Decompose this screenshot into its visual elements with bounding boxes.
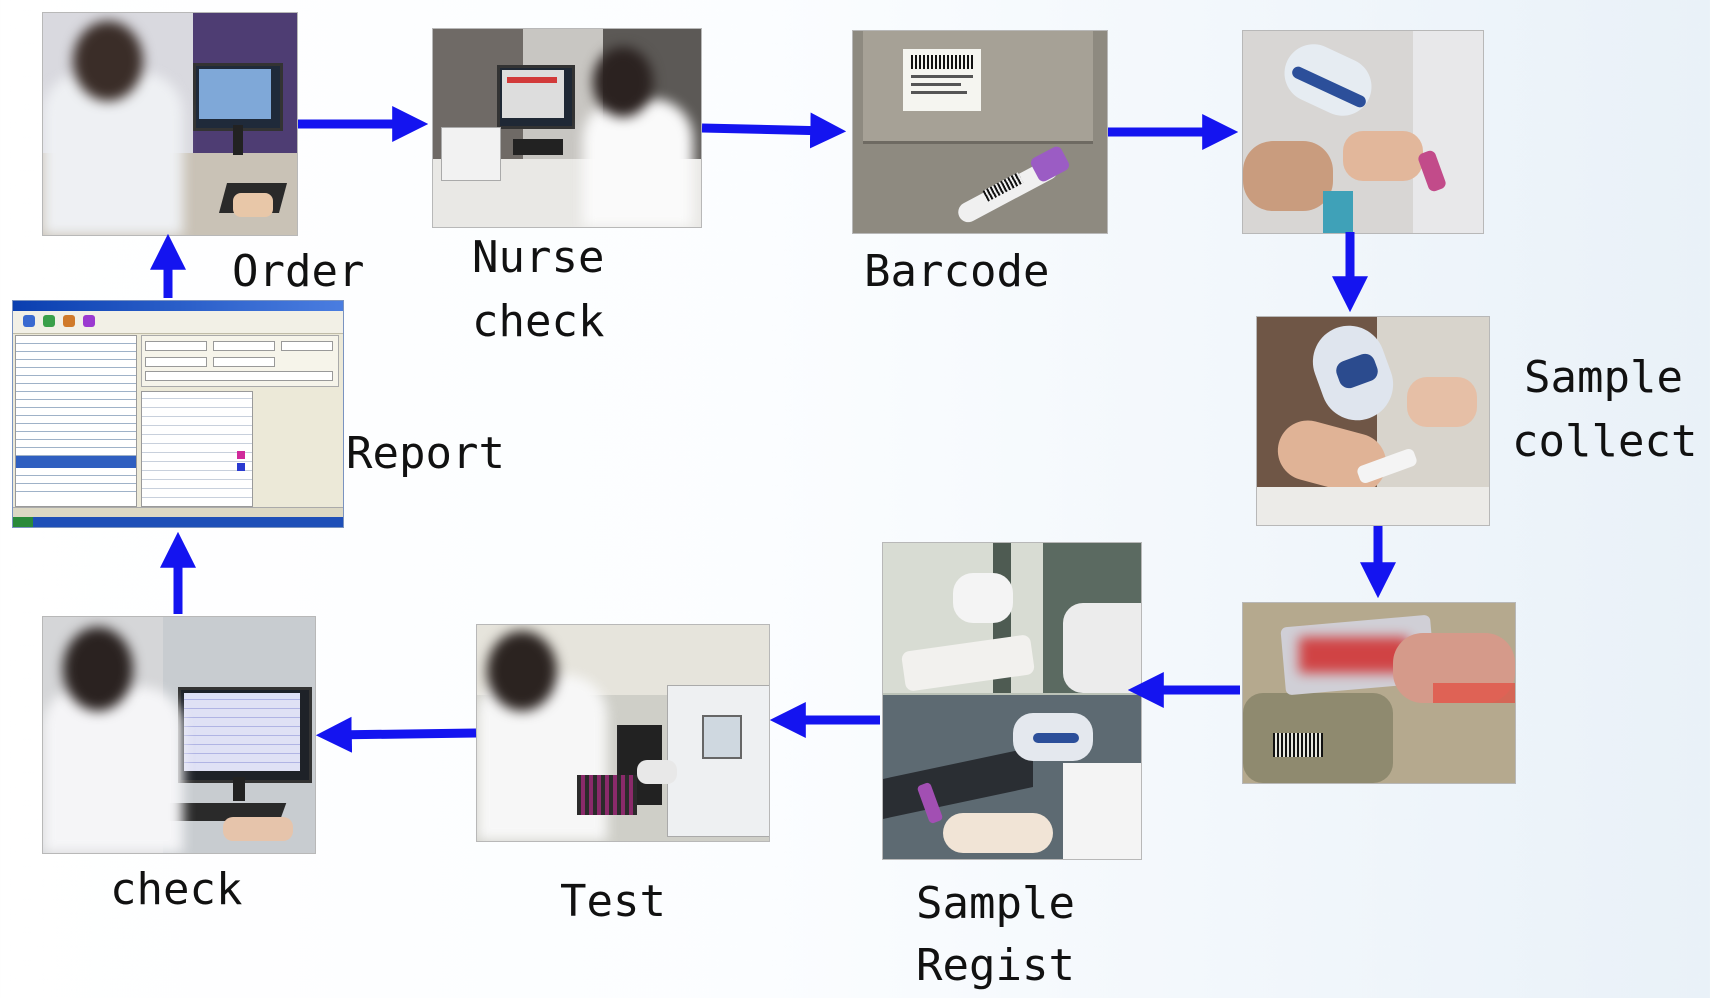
check-photo: [42, 616, 316, 854]
wristband-scan-photo: [1242, 602, 1516, 784]
sample-regist-label-line2: Regist: [916, 940, 1075, 991]
test-photo: [476, 624, 770, 842]
check-label: check: [110, 864, 243, 915]
test-label: Test: [560, 876, 666, 927]
barcode-photo: [852, 30, 1108, 234]
report-screenshot: [12, 300, 344, 528]
scan-photo: [1242, 30, 1484, 234]
arrow-left-icon: [315, 716, 477, 753]
sample-regist-photo: [882, 542, 1142, 860]
sample-collect-label-line2: collect: [1512, 416, 1698, 467]
sample-collect-label-line1: Sample: [1524, 352, 1683, 403]
barcode-label: Barcode: [864, 246, 1050, 297]
nurse-check-photo: [432, 28, 702, 228]
order-photo: [42, 12, 298, 236]
nurse-check-label-line2: check: [472, 296, 605, 347]
report-label: Report: [346, 428, 505, 479]
order-label: Order: [232, 246, 365, 297]
nurse-check-label-line1: Nurse: [472, 232, 605, 283]
sample-regist-label-line1: Sample: [916, 878, 1075, 929]
arrow-right-icon: [701, 112, 847, 149]
sample-collect-photo: [1256, 316, 1490, 526]
